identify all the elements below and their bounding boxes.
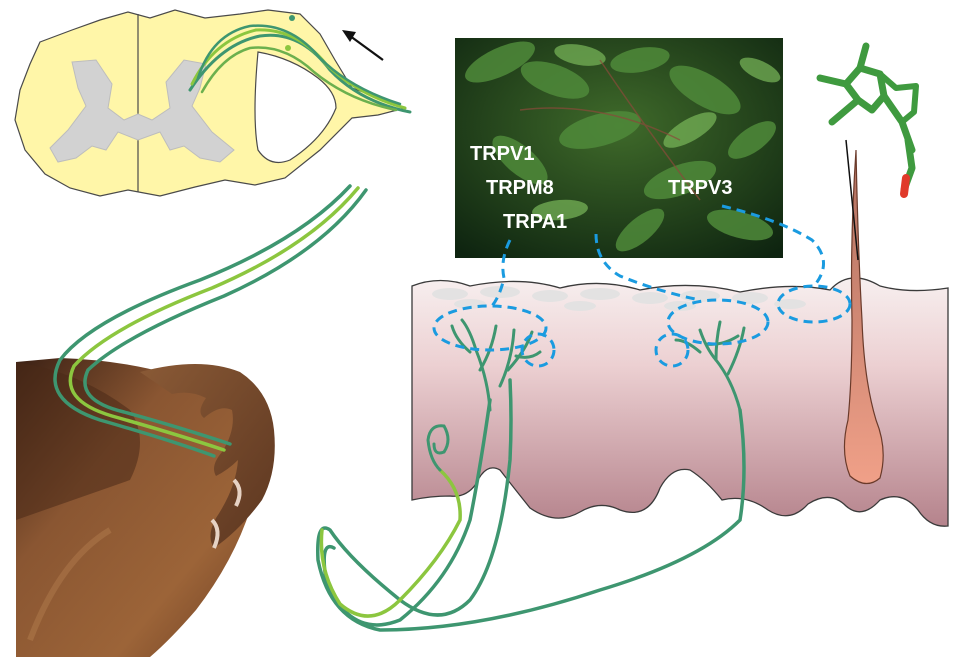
menthol-molecule-icon bbox=[820, 46, 916, 194]
label-trpv3: TRPV3 bbox=[668, 177, 732, 199]
knee-photo bbox=[16, 358, 275, 657]
label-trpv1: TRPV1 bbox=[470, 143, 534, 165]
spinal-cord-section bbox=[15, 10, 405, 196]
label-trpa1: TRPA1 bbox=[503, 211, 567, 233]
leaves-photo: TRPV1 TRPM8 TRPA1 TRPV3 bbox=[455, 33, 784, 258]
spinal-cord-white-matter bbox=[15, 10, 405, 196]
arrow-up-left-icon bbox=[342, 30, 383, 60]
label-trpm8: TRPM8 bbox=[486, 177, 554, 199]
